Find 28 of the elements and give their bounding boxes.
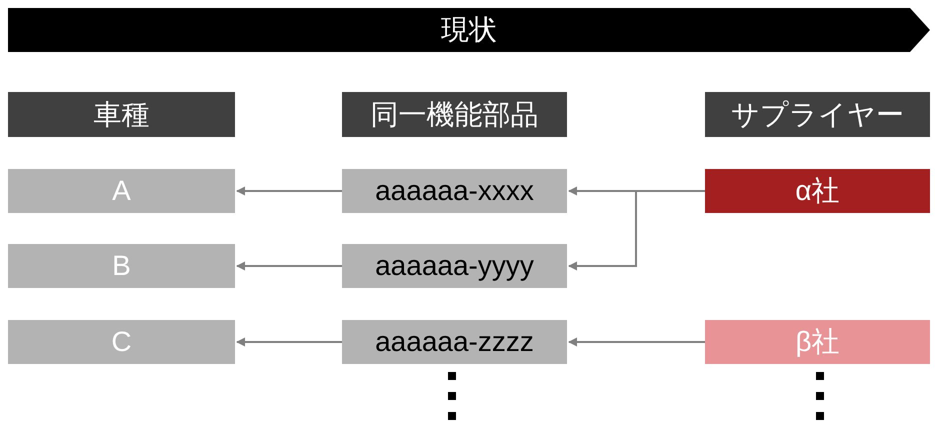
node-label: A xyxy=(112,175,131,207)
node-label: aaaaaa-zzzz xyxy=(375,326,534,358)
arrow xyxy=(568,190,705,270)
node-label: 現状 xyxy=(441,13,497,47)
node-label: aaaaaa-xxxx xyxy=(375,175,534,207)
node-label: β社 xyxy=(795,325,840,359)
part-box xyxy=(342,169,567,213)
column-header xyxy=(342,92,567,137)
node-label: 車種 xyxy=(94,98,150,132)
part-box xyxy=(342,320,567,364)
arrow xyxy=(236,186,342,196)
arrow xyxy=(236,262,342,270)
node-label: C xyxy=(111,326,132,358)
vehicle-box xyxy=(8,244,235,288)
node-label: α社 xyxy=(795,174,840,208)
node-label: 同一機能部品 xyxy=(370,98,538,132)
supplier-box xyxy=(705,320,930,364)
supplier-box xyxy=(705,169,930,213)
column-header xyxy=(8,92,235,137)
arrow xyxy=(568,338,705,346)
node-label: サプライヤー xyxy=(731,98,904,132)
node-label: B xyxy=(112,250,131,282)
node-label: aaaaaa-yyyy xyxy=(375,250,534,282)
vehicle-box xyxy=(8,320,235,364)
vehicle-box xyxy=(8,169,235,213)
column-header xyxy=(705,92,930,137)
part-box xyxy=(342,244,567,288)
arrow xyxy=(236,338,342,346)
